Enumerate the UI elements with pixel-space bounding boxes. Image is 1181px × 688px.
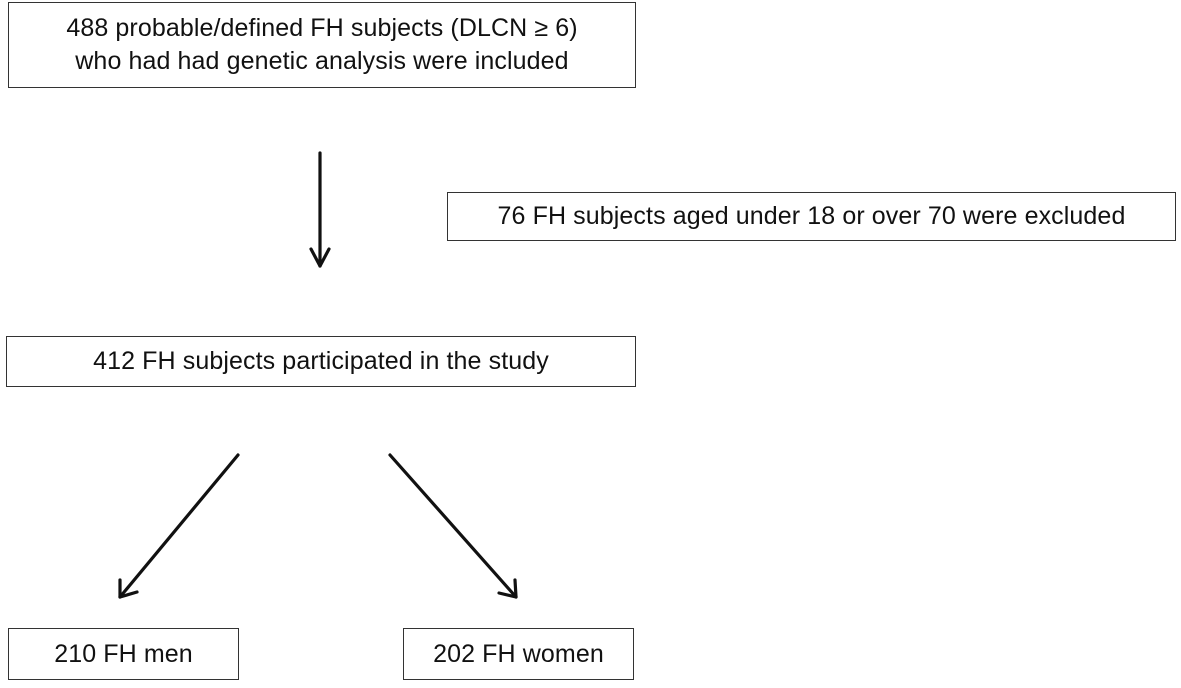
initial-cohort-line-1: 488 probable/defined FH subjects (DLCN ≥… xyxy=(66,14,578,42)
participants-label: 412 FH subjects participated in the stud… xyxy=(93,347,549,375)
participants-box: 412 FH subjects participated in the stud… xyxy=(6,336,636,387)
down-arrow xyxy=(309,151,331,268)
excluded-label: 76 FH subjects aged under 18 or over 70 … xyxy=(497,202,1126,230)
excluded-box: 76 FH subjects aged under 18 or over 70 … xyxy=(447,192,1176,241)
women-label: 202 FH women xyxy=(433,639,604,668)
men-label: 210 FH men xyxy=(54,639,193,668)
initial-cohort-box: 488 probable/defined FH subjects (DLCN ≥… xyxy=(8,2,636,88)
men-box: 210 FH men xyxy=(8,628,239,680)
initial-cohort-line-2: who had had genetic analysis were includ… xyxy=(75,47,569,75)
right-branch-arrow xyxy=(388,453,518,599)
women-box: 202 FH women xyxy=(403,628,634,680)
left-branch-arrow xyxy=(118,453,240,599)
